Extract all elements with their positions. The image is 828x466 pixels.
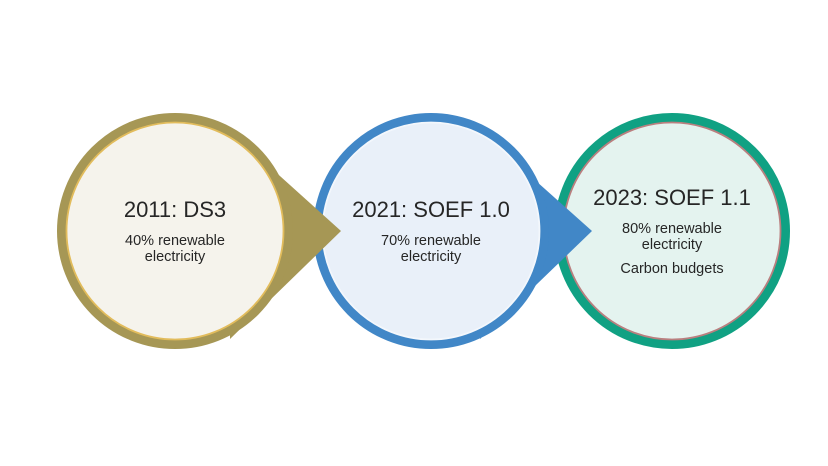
milestone-2011-line-1: 40% renewable electricity <box>125 232 225 266</box>
milestone-2023-line-1: 80% renewable electricity <box>622 220 722 254</box>
milestone-2023-line-2: Carbon budgets <box>620 261 724 278</box>
milestone-2023-title: 2023: SOEF 1.1 <box>593 185 751 211</box>
milestone-2021-line-1: 70% renewable electricity <box>381 232 481 266</box>
circle-group-2011 <box>57 113 341 349</box>
milestone-2011: 2011: DS3 40% renewable electricity <box>90 116 260 346</box>
circle-group-2021 <box>313 113 592 349</box>
milestone-2021-title: 2021: SOEF 1.0 <box>352 197 510 223</box>
circle-2011-inner-ring <box>65 121 285 341</box>
milestone-2023: 2023: SOEF 1.1 80% renewable electricity… <box>587 116 757 346</box>
circle-2011 <box>57 113 293 349</box>
milestone-2011-title: 2011: DS3 <box>123 197 227 223</box>
milestone-2021: 2021: SOEF 1.0 70% renewable electricity <box>346 116 516 346</box>
